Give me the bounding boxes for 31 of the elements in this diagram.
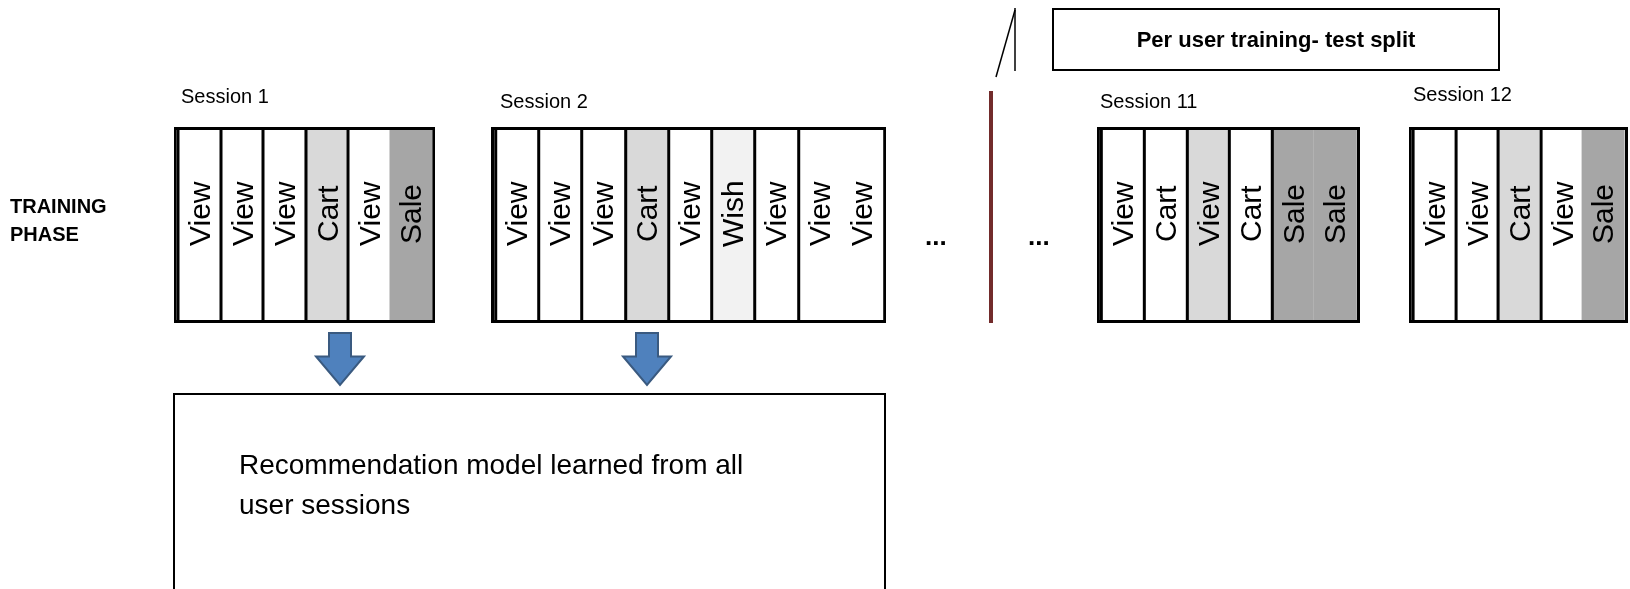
title-box: Per user training- test split <box>1052 8 1500 71</box>
event-cell: View <box>1539 130 1583 320</box>
event-cell: View <box>177 130 220 320</box>
event-cell: View <box>347 130 390 320</box>
ellipsis-label: ... <box>1028 220 1050 253</box>
session-heading: Session 2 <box>500 90 588 113</box>
event-cell: Sale <box>1314 130 1357 320</box>
block-arrow <box>313 332 367 387</box>
session-heading: Session 1 <box>181 85 269 108</box>
event-cell: Sale <box>1271 130 1315 320</box>
event-cell: Cart <box>304 130 347 320</box>
event-cell: Sale <box>389 130 432 320</box>
phase-label: TRAINING PHASE <box>10 194 108 247</box>
block-arrow <box>620 332 674 387</box>
event-cell: Sale <box>1582 130 1625 320</box>
event-cell: View <box>1100 130 1143 320</box>
event-cell: Wish <box>710 130 754 320</box>
ellipsis-label: ... <box>925 220 947 253</box>
event-cell: Cart <box>1142 130 1186 320</box>
event-cell: Cart <box>1228 130 1272 320</box>
event-cell: View <box>1454 130 1498 320</box>
model-description: Recommendation model learned from all user sessions <box>239 448 745 522</box>
session-heading: Session 11 <box>1100 90 1198 113</box>
event-cell: Cart <box>1497 130 1540 320</box>
model-box <box>173 393 886 589</box>
event-cell: View <box>1412 130 1455 320</box>
event-cell: View <box>1185 130 1229 320</box>
event-cell: View <box>219 130 262 320</box>
event-cell: View <box>262 130 305 320</box>
session-heading: Session 12 <box>1413 83 1512 106</box>
event-cell: Cart <box>623 130 667 320</box>
